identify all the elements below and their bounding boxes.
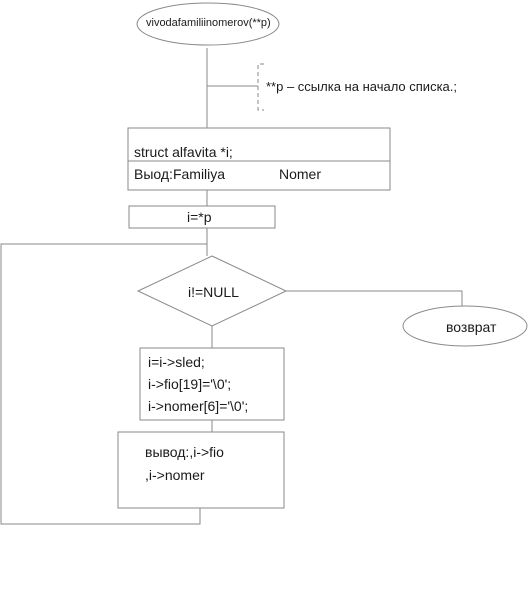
step-block: [139, 347, 285, 421]
step-line-3: i->nomer[6]='\0';: [148, 398, 249, 414]
step-line-1: i=i->sled;: [148, 354, 205, 370]
output-line-1: вывод:,i->fio: [145, 444, 224, 460]
connector-condition-to-end: [286, 290, 463, 306]
assign-text: i=*p: [187, 209, 212, 225]
end-label: возврат: [446, 319, 497, 335]
start-label: vivodafamiliinomerov(**p): [146, 17, 271, 29]
end-terminator: [402, 305, 528, 347]
condition-text: i!=NULL: [188, 284, 239, 300]
declare-output-label: Выод:Familiya: [134, 166, 226, 182]
comment-bracket: [257, 63, 264, 111]
step-line-2: i->fio[19]='\0';: [148, 376, 232, 392]
declare-block: [127, 127, 391, 191]
assign-block: [128, 205, 276, 229]
declare-nomer-label: Nomer: [279, 166, 322, 182]
output-block: [117, 431, 285, 509]
output-line-2: ,i->nomer: [145, 467, 205, 483]
loop-back-connector: [0, 243, 207, 525]
comment-text: **p – ссылка на начало списка.;: [266, 79, 457, 94]
start-terminator: [136, 2, 280, 46]
declare-line-1: struct alfavita *i;: [134, 144, 233, 160]
condition-diamond: [136, 255, 288, 327]
